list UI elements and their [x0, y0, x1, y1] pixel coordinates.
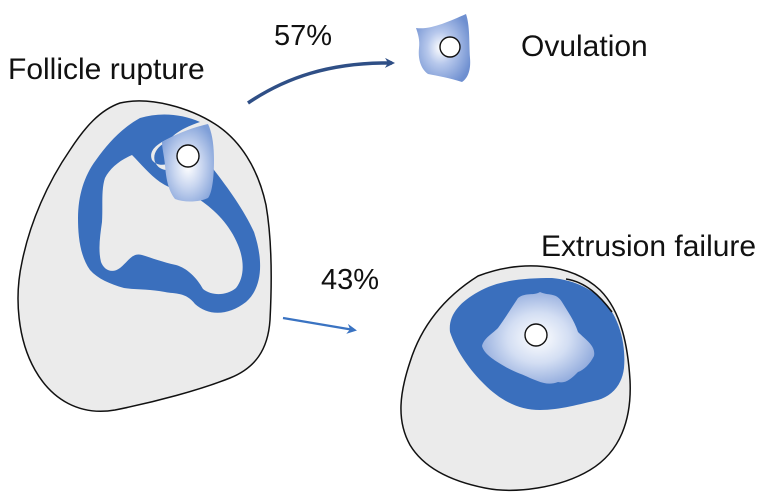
oocyte [177, 145, 199, 167]
ruptured-follicle [18, 101, 271, 411]
extrusion-failure-arrow [283, 318, 354, 330]
ovulated-oocyte-complex [416, 14, 470, 82]
label-follicle-rupture: Follicle rupture [8, 55, 205, 85]
label-extrusion-failure: Extrusion failure [541, 232, 756, 262]
ovulation-arrow [248, 63, 392, 103]
trapped-oocyte [525, 324, 547, 346]
ovulated-oocyte [440, 37, 460, 57]
failed-extrusion-follicle [401, 266, 630, 490]
label-ovulation: Ovulation [521, 32, 648, 62]
label-extrusion-failure-percent: 43% [321, 266, 379, 295]
label-ovulation-percent: 57% [274, 22, 332, 51]
